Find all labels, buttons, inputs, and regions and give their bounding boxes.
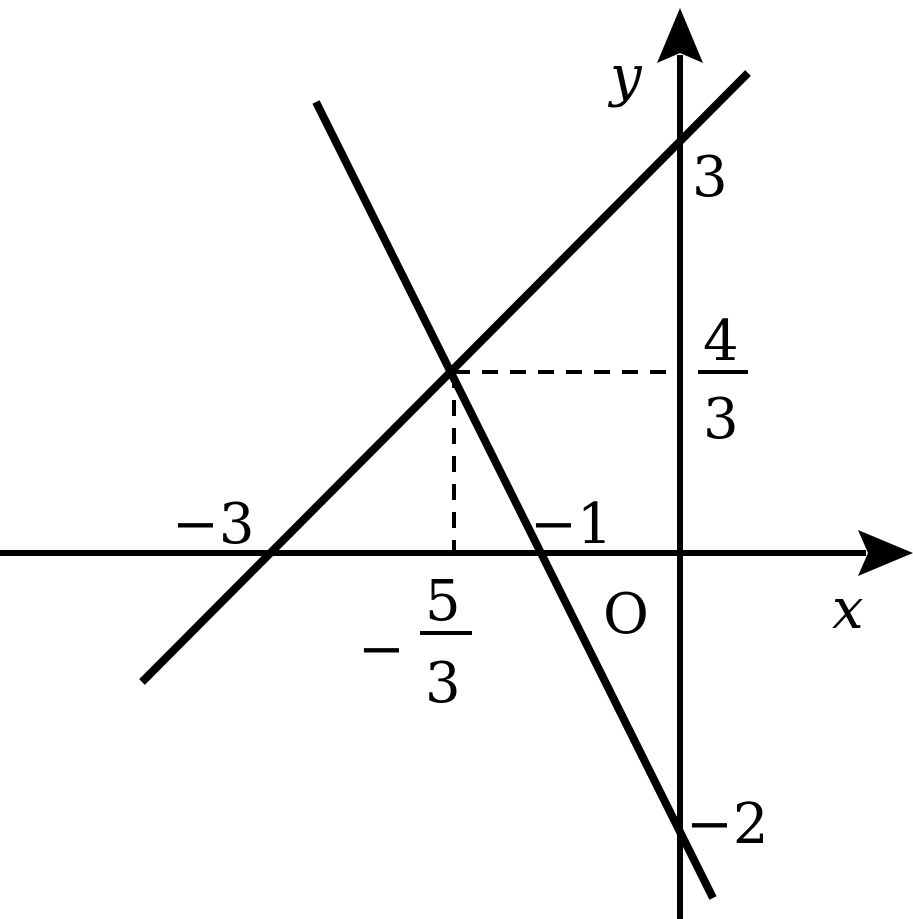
line-through-minus3-and-3 — [139, 70, 751, 685]
origin-label: O — [603, 582, 649, 647]
x-tick-label-minus-1: −1 — [530, 492, 613, 557]
line-through-minus1-and-minus2 — [312, 100, 717, 900]
x-tick-label-minus-5-3-denominator: 3 — [425, 651, 461, 716]
y-tick-label-3: 3 — [692, 145, 728, 210]
x-tick-label-minus-3: −3 — [172, 492, 255, 557]
x-axis-arrowhead — [858, 530, 913, 576]
x-tick-label-minus-5-3-numerator: 5 — [425, 569, 461, 634]
y-axis-label: y — [607, 44, 643, 109]
x-tick-label-minus-5-3-sign: − — [358, 617, 405, 682]
y-tick-label-4-3-denominator: 3 — [703, 387, 739, 452]
y-tick-label-4-3-numerator: 4 — [703, 309, 739, 374]
x-axis-label: x — [832, 577, 864, 642]
y-axis-arrowhead — [657, 8, 703, 63]
y-tick-label-minus-2: −2 — [686, 792, 769, 857]
